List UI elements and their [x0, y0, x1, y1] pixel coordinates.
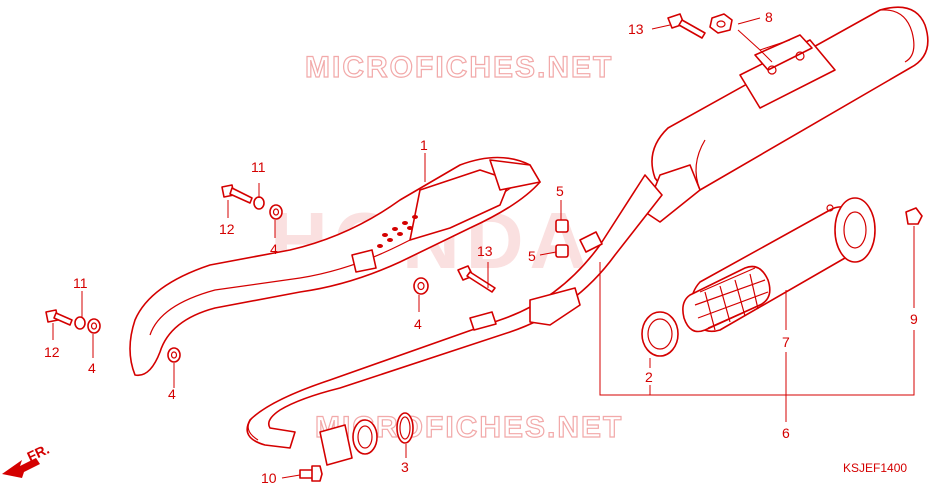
- vent-holes: [377, 215, 418, 248]
- callout-7: 7: [782, 334, 790, 350]
- callout-11-lower: 11: [73, 275, 88, 291]
- callout-4-left: 4: [168, 386, 176, 402]
- callout-12-lower: 12: [44, 344, 60, 360]
- callout-3: 3: [401, 459, 409, 475]
- bolt-10: [299, 465, 323, 482]
- callout-5-side: 5: [528, 248, 536, 264]
- diagram-code: KSJEF1400: [843, 461, 907, 475]
- grommet-4-lower: [87, 318, 101, 334]
- callout-12-upper: 12: [219, 221, 235, 237]
- grommet-5b: [555, 244, 569, 258]
- heat-protector: [129, 156, 541, 377]
- front-direction-marker: FR.: [2, 441, 52, 478]
- callout-6: 6: [782, 425, 790, 441]
- callout-4-mid: 4: [414, 316, 422, 332]
- watermark-site-top: MICROFICHES.NET: [305, 51, 613, 84]
- grommet-5a: [555, 219, 569, 233]
- silencer-insert: [682, 197, 876, 333]
- front-direction-label: FR.: [25, 441, 52, 465]
- callout-1: 1: [420, 137, 428, 153]
- washer-11-lower: [74, 316, 86, 330]
- exhaust-pipe-muffler: [246, 6, 929, 449]
- callout-2: 2: [645, 369, 653, 385]
- exhaust-flange: [319, 419, 378, 466]
- callout-8: 8: [765, 9, 773, 25]
- callout-4-upper: 4: [270, 241, 278, 257]
- nut-8: [709, 13, 733, 34]
- leader-lines: [52, 17, 915, 479]
- grommet-4-left: [167, 347, 181, 363]
- bolt-12-lower: [45, 309, 73, 326]
- bolt-13-top: [667, 13, 706, 39]
- callout-11-upper: 11: [251, 159, 266, 175]
- bolt-12-upper: [221, 184, 253, 204]
- washer-11-upper: [253, 196, 265, 210]
- callout-13-mid: 13: [477, 243, 493, 259]
- callout-13-top: 13: [628, 21, 644, 37]
- callout-10: 10: [261, 470, 277, 484]
- callout-5-top: 5: [556, 183, 564, 199]
- callout-4-lower: 4: [88, 360, 96, 376]
- bolt-9: [905, 207, 923, 225]
- grommet-4-mid: [413, 277, 429, 295]
- callout-9: 9: [910, 311, 918, 327]
- grommet-4-upper: [269, 204, 283, 220]
- seal-ring: [641, 311, 679, 357]
